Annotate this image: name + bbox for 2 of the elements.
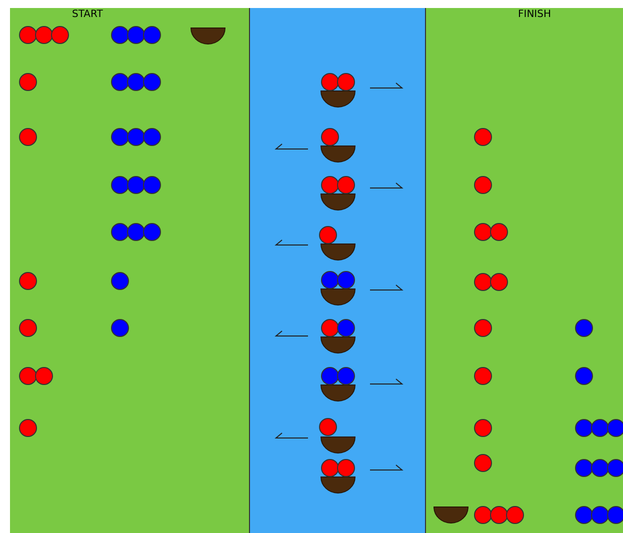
finish-label: FINISH (518, 9, 551, 21)
start-label: START (72, 9, 103, 21)
